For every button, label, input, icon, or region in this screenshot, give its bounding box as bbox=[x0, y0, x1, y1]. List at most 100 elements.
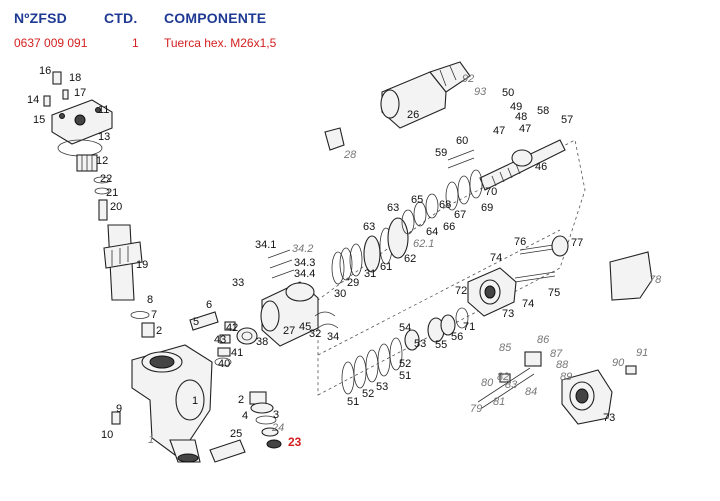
part-number-label[interactable]: 16 bbox=[39, 65, 51, 77]
selected-part-qty[interactable]: 1 bbox=[132, 36, 139, 50]
bearing-stack-2-3-4[interactable] bbox=[249, 391, 282, 449]
part-number-label[interactable]: 75 bbox=[548, 287, 560, 299]
part-number-label[interactable]: 90 bbox=[612, 357, 625, 369]
part-number-label[interactable]: 63 bbox=[363, 221, 375, 233]
spring-set-34[interactable] bbox=[267, 249, 295, 279]
part-number-label[interactable]: 82 bbox=[497, 371, 509, 383]
part-42[interactable] bbox=[224, 321, 236, 331]
part-number-label[interactable]: 28 bbox=[343, 149, 357, 161]
part-number-label[interactable]: 65 bbox=[411, 194, 423, 206]
part-number-label[interactable]: 3 bbox=[273, 409, 279, 421]
part-number-label[interactable]: 48 bbox=[515, 111, 527, 123]
part-number-label[interactable]: 34 bbox=[327, 331, 339, 343]
part-number-label[interactable]: 86 bbox=[537, 334, 550, 346]
steering-housing-1[interactable] bbox=[131, 344, 213, 463]
part-number-label[interactable]: 87 bbox=[550, 348, 563, 360]
part-number-label[interactable]: 38 bbox=[256, 336, 268, 348]
part-number-label[interactable]: 52 bbox=[362, 388, 374, 400]
seal-rings-lower[interactable] bbox=[341, 307, 469, 395]
part-number-label[interactable]: 62.1 bbox=[413, 238, 434, 250]
part-number-label[interactable]: 49 bbox=[510, 101, 522, 113]
part-number-label[interactable]: 73 bbox=[603, 412, 615, 424]
part-number-label[interactable]: 78 bbox=[649, 274, 662, 286]
part-number-label[interactable]: 70 bbox=[485, 186, 497, 198]
part-number-label[interactable]: 4 bbox=[242, 410, 248, 422]
part-number-label[interactable]: 84 bbox=[525, 386, 537, 398]
valve-parts-79-89[interactable] bbox=[477, 351, 542, 409]
part-number-label[interactable]: 9 bbox=[116, 403, 122, 415]
seal-rings-upper[interactable] bbox=[331, 169, 483, 285]
part-number-label[interactable]: 31 bbox=[364, 268, 376, 280]
seal-clips-32[interactable] bbox=[314, 311, 339, 329]
pins-59-60[interactable] bbox=[447, 149, 475, 169]
part-number-label[interactable]: 51 bbox=[347, 396, 359, 408]
part-number-label[interactable]: 45 bbox=[299, 321, 311, 333]
part-number-label[interactable]: 47 bbox=[493, 125, 505, 137]
part-41[interactable] bbox=[217, 347, 231, 357]
part-number-label[interactable]: 23 bbox=[288, 435, 302, 449]
part-number-label[interactable]: 73 bbox=[502, 308, 514, 320]
part-number-label[interactable]: 74 bbox=[490, 252, 502, 264]
part-number-label[interactable]: 27 bbox=[283, 325, 295, 337]
part-number-label[interactable]: 33 bbox=[232, 277, 244, 289]
bracket-5[interactable] bbox=[189, 311, 219, 331]
valve-assembly-73b[interactable] bbox=[561, 369, 613, 425]
part-number-label[interactable]: 43 bbox=[214, 334, 226, 346]
part-number-label[interactable]: 47 bbox=[519, 123, 531, 135]
part-number-label[interactable]: 52 bbox=[399, 358, 411, 370]
part-number-label[interactable]: 15 bbox=[33, 114, 45, 126]
part-90[interactable] bbox=[625, 365, 637, 375]
part-number-label[interactable]: 19 bbox=[136, 259, 148, 271]
part-number-label[interactable]: 92 bbox=[462, 73, 474, 85]
part-number-label[interactable]: 54 bbox=[399, 322, 411, 334]
part-number-label[interactable]: 24 bbox=[271, 422, 284, 434]
valve-body-73[interactable] bbox=[467, 267, 517, 317]
part-number-label[interactable]: 55 bbox=[435, 339, 447, 351]
part-number-label[interactable]: 5 bbox=[193, 316, 199, 328]
part-number-label[interactable]: 58 bbox=[537, 105, 549, 117]
bearing-38[interactable] bbox=[236, 327, 258, 345]
cover-78[interactable] bbox=[609, 251, 653, 301]
part-number-label[interactable]: 77 bbox=[571, 237, 583, 249]
part-number-label[interactable]: 72 bbox=[455, 285, 467, 297]
part-number-label[interactable]: 12 bbox=[96, 155, 108, 167]
part-number-label[interactable]: 71 bbox=[463, 321, 475, 333]
part-number-label[interactable]: 69 bbox=[481, 202, 493, 214]
part-number-label[interactable]: 34.2 bbox=[292, 243, 313, 255]
part-number-label[interactable]: 10 bbox=[101, 429, 113, 441]
cover-assembly[interactable] bbox=[43, 71, 113, 157]
part-number-label[interactable]: 79 bbox=[470, 403, 482, 415]
part-number-label[interactable]: 74 bbox=[522, 298, 534, 310]
selected-part-ref[interactable]: 0637 009 091 bbox=[14, 36, 88, 50]
part-number-label[interactable]: 88 bbox=[556, 359, 569, 371]
part-number-label[interactable]: 53 bbox=[414, 338, 426, 350]
part-number-label[interactable]: 50 bbox=[502, 87, 514, 99]
part-number-label[interactable]: 14 bbox=[27, 94, 39, 106]
part-number-label[interactable]: 59 bbox=[435, 147, 447, 159]
part-number-label[interactable]: 17 bbox=[74, 87, 86, 99]
part-number-label[interactable]: 21 bbox=[106, 187, 118, 199]
part-number-label[interactable]: 57 bbox=[561, 114, 573, 126]
part-number-label[interactable]: 40 bbox=[218, 358, 230, 370]
part-number-label[interactable]: 83 bbox=[505, 379, 518, 391]
worm-shaft-19[interactable] bbox=[103, 224, 143, 301]
part-number-label[interactable]: 34.1 bbox=[255, 239, 276, 251]
part-number-label[interactable]: 29 bbox=[347, 277, 359, 289]
part-number-label[interactable]: 1 bbox=[148, 434, 154, 446]
part-43[interactable] bbox=[219, 334, 231, 344]
part-number-label[interactable]: 41 bbox=[231, 347, 243, 359]
part-number-label[interactable]: 53 bbox=[376, 381, 388, 393]
part-number-label[interactable]: 66 bbox=[443, 221, 455, 233]
ring-40[interactable] bbox=[214, 357, 232, 367]
part-number-label[interactable]: 93 bbox=[474, 86, 487, 98]
part-number-label[interactable]: 80 bbox=[481, 377, 494, 389]
sector-shaft-27[interactable] bbox=[260, 281, 319, 347]
part-number-label[interactable]: 68 bbox=[439, 199, 451, 211]
part-number-label[interactable]: 51 bbox=[399, 370, 411, 382]
part-number-label[interactable]: 1 bbox=[192, 395, 198, 407]
pin-20[interactable] bbox=[98, 199, 108, 221]
part-number-label[interactable]: 18 bbox=[69, 72, 81, 84]
ring-22[interactable] bbox=[93, 176, 111, 184]
part-number-label[interactable]: 6 bbox=[206, 299, 212, 311]
part-number-label[interactable]: 76 bbox=[514, 236, 526, 248]
